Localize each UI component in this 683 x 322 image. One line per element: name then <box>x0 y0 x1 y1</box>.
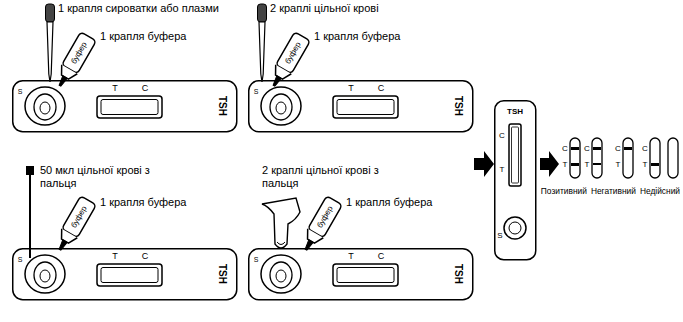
control-line-mark: C <box>642 144 648 153</box>
result-captions: Позитивний Негативний Недійсний <box>541 186 680 196</box>
test-line-mark: T <box>348 83 354 93</box>
control-line-mark: C <box>584 144 590 153</box>
result-caption: Недійсний <box>640 186 680 196</box>
cassette-name: TSH <box>507 107 523 116</box>
control-line-mark: C <box>378 251 385 261</box>
bottle-label: буфер <box>69 204 89 229</box>
control-line-mark: C <box>142 83 149 93</box>
control-line-mark: C <box>562 144 568 153</box>
step-label: 50 мкл цільної крові з пальця <box>40 164 158 189</box>
test-line-mark: T <box>112 251 118 261</box>
well-mark: S <box>18 256 23 264</box>
bottle-label: буфер <box>69 40 89 65</box>
cassette-name: TSH <box>452 264 464 284</box>
step-label: 2 краплі цільної крові з пальця <box>262 164 390 189</box>
bottle-label: буфер <box>283 40 303 65</box>
step-label: 1 крапля сироватки або плазми <box>58 2 219 15</box>
result-caption: Позитивний <box>541 186 587 196</box>
well-mark: S <box>18 88 23 96</box>
well-mark: S <box>254 256 259 264</box>
test-line-mark: T <box>500 165 505 174</box>
control-line-mark: C <box>499 131 505 140</box>
bottle-label: буфер <box>315 204 335 229</box>
test-line-mark: T <box>643 160 648 169</box>
step-label: 2 краплі цільної крові <box>270 2 379 15</box>
well-mark: S <box>254 88 259 96</box>
well-mark: S <box>497 231 502 240</box>
test-line-mark: T <box>616 160 621 169</box>
step-label: 1 крапля буфера <box>100 196 186 209</box>
test-line-mark: T <box>348 251 354 261</box>
cassette-name: TSH <box>452 96 464 116</box>
control-line-mark: C <box>615 144 621 153</box>
result-caption: Негативний <box>591 186 636 196</box>
step-label: 1 крапля буфера <box>346 196 432 209</box>
test-line-mark: T <box>585 160 590 169</box>
test-line-mark: T <box>563 160 568 169</box>
control-line-mark: C <box>378 83 385 93</box>
cassette-name: TSH <box>216 264 228 284</box>
test-line-mark: T <box>112 83 118 93</box>
step-label: 1 крапля буфера <box>100 30 186 43</box>
cassette-name: TSH <box>216 96 228 116</box>
step-label: 1 крапля буфера <box>314 30 400 43</box>
control-line-mark: C <box>142 251 149 261</box>
